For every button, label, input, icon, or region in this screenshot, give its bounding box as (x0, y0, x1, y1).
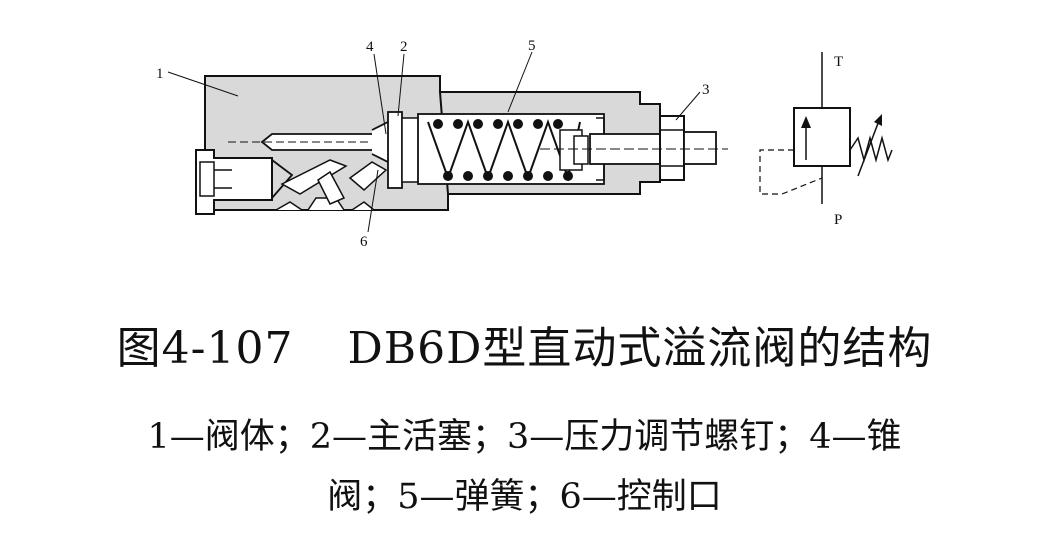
adjusting-screw (540, 115, 728, 181)
callout-1: 1 (156, 66, 164, 82)
callout-3: 3 (702, 82, 710, 98)
legend-line-2: 阀；5—弹簧；6—控制口 (327, 477, 722, 517)
callout-6: 6 (360, 234, 368, 250)
legend-line-1: 1—阀体；2—主活塞；3—压力调节螺钉；4—锥 (147, 417, 902, 457)
port-t-label: T (834, 54, 843, 70)
leader-lines (167, 51, 701, 233)
port-p-label: P (834, 212, 842, 228)
relief-valve-symbol: T P (759, 52, 893, 228)
figure-caption: 图4-107 DB6D型直动式溢流阀的结构 (0, 312, 1049, 376)
callout-2: 2 (400, 39, 408, 55)
valve-diagram: 1 4 2 5 3 6 T P (156, 38, 893, 250)
figure-number: 图4-107 (116, 323, 294, 374)
callout-4: 4 (366, 39, 374, 55)
spring (427, 119, 589, 182)
figure-title: DB6D型直动式溢流阀的结构 (347, 323, 933, 374)
callout-5: 5 (528, 38, 536, 54)
